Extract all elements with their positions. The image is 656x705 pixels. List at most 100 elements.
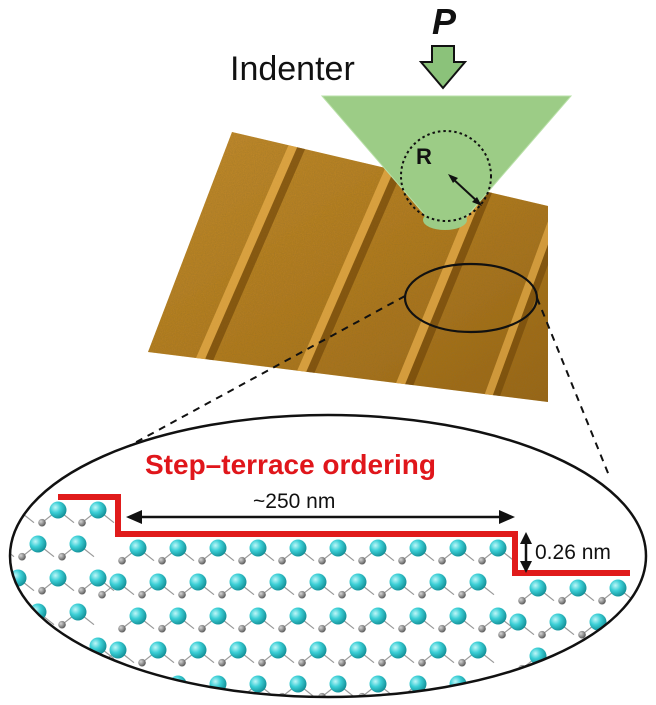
lattice-atom-small	[298, 591, 306, 599]
lattice-atom-small	[118, 625, 126, 633]
lattice-atom-large	[450, 540, 467, 557]
lattice-atom-large	[290, 540, 307, 557]
lattice-atom-small	[138, 591, 146, 599]
lattice-atom-small	[438, 557, 446, 565]
lattice-atom-small	[418, 659, 426, 667]
indenter-label: Indenter	[230, 50, 355, 88]
lattice-atom-small	[18, 553, 26, 561]
lattice-atom-large	[0, 536, 7, 553]
lattice-atom-small	[578, 631, 586, 639]
lattice-atom-small	[338, 591, 346, 599]
lattice-atom-small	[558, 597, 566, 605]
lattice-atom-small	[78, 587, 86, 595]
lattice-atom-small	[38, 519, 46, 527]
lattice-atom-small	[178, 591, 186, 599]
lattice-atom-large	[630, 614, 647, 631]
lattice-atom-large	[190, 642, 207, 659]
lattice-atom-small	[438, 693, 446, 700]
lattice-atom-small	[598, 597, 606, 605]
lattice-atom-large	[350, 574, 367, 591]
lattice-atom-small	[638, 597, 646, 605]
lattice-atom-large	[230, 574, 247, 591]
terrace-width-label: ~250 nm	[253, 490, 335, 513]
lattice-atom-small	[18, 689, 26, 697]
lattice-atom-large	[550, 614, 567, 631]
lattice-atom-large	[110, 642, 127, 659]
lattice-atom-large	[310, 642, 327, 659]
lattice-atom-large	[90, 638, 107, 655]
lattice-atom-large	[370, 608, 387, 625]
lattice-atom-large	[70, 536, 87, 553]
lattice-atom-small	[0, 519, 6, 527]
load-arrow	[421, 46, 465, 88]
lattice-atom-large	[590, 614, 607, 631]
lattice-atom-large	[290, 676, 307, 693]
lattice-atom-large	[150, 642, 167, 659]
lattice-atom-large	[130, 608, 147, 625]
lattice-atom-small	[218, 659, 226, 667]
lattice-atom-small	[238, 625, 246, 633]
lattice-atom-small	[198, 557, 206, 565]
lattice-atom-small	[138, 659, 146, 667]
lattice-atom-large	[350, 642, 367, 659]
lattice-atom-large	[430, 574, 447, 591]
lattice-atom-small	[58, 621, 66, 629]
lattice-atom-large	[370, 676, 387, 693]
lattice-atom-large	[470, 574, 487, 591]
lattice-atom-large	[590, 682, 607, 699]
lattice-atom-small	[258, 591, 266, 599]
lattice-atom-large	[110, 574, 127, 591]
lattice-atom-small	[198, 625, 206, 633]
lattice-atom-large	[410, 540, 427, 557]
lattice-atom-large	[610, 648, 627, 665]
lattice-atom-large	[230, 642, 247, 659]
lattice-atom-large	[450, 608, 467, 625]
lattice-atom-small	[498, 631, 506, 639]
lattice-atom-large	[570, 580, 587, 597]
lattice-atom-small	[478, 625, 486, 633]
lattice-atom-small	[398, 557, 406, 565]
lattice-atom-small	[478, 557, 486, 565]
lattice-atom-small	[638, 665, 646, 673]
lattice-atom-small	[318, 625, 326, 633]
lattice-atom-large	[410, 608, 427, 625]
load-label: P	[432, 1, 457, 42]
lattice-atom-large	[70, 604, 87, 621]
lattice-atom-large	[170, 608, 187, 625]
lattice-atom-small	[18, 621, 26, 629]
lattice-atom-small	[458, 591, 466, 599]
radius-label: R	[416, 144, 432, 169]
lattice-atom-small	[78, 655, 86, 663]
lattice-atom-small	[438, 625, 446, 633]
lattice-atom-small	[558, 665, 566, 673]
lattice-atom-large	[210, 540, 227, 557]
lattice-atom-large	[370, 540, 387, 557]
lattice-atom-large	[190, 574, 207, 591]
lattice-atom-small	[118, 557, 126, 565]
lattice-atom-large	[390, 574, 407, 591]
lattice-atom-small	[598, 665, 606, 673]
lattice-atom-small	[98, 659, 106, 667]
lattice-atom-large	[310, 574, 327, 591]
lattice-atom-small	[158, 625, 166, 633]
lattice-atom-large	[210, 608, 227, 625]
lattice-atom-large	[250, 540, 267, 557]
lattice-atom-small	[358, 625, 366, 633]
lattice-atom-small	[98, 591, 106, 599]
lattice-atom-small	[618, 631, 626, 639]
lattice-atom-small	[178, 659, 186, 667]
lattice-atom-small	[338, 659, 346, 667]
lattice-atom-small	[218, 591, 226, 599]
lattice-atom-small	[38, 655, 46, 663]
lattice-atom-large	[30, 536, 47, 553]
lattice-atom-small	[298, 659, 306, 667]
lattice-atom-large	[90, 502, 107, 519]
lattice-atom-large	[10, 638, 27, 655]
lattice-atom-large	[570, 648, 587, 665]
lattice-atom-large	[330, 540, 347, 557]
lattice-atom-small	[538, 631, 546, 639]
lattice-atom-large	[250, 608, 267, 625]
lattice-atom-large	[90, 570, 107, 587]
lattice-atom-small	[258, 659, 266, 667]
